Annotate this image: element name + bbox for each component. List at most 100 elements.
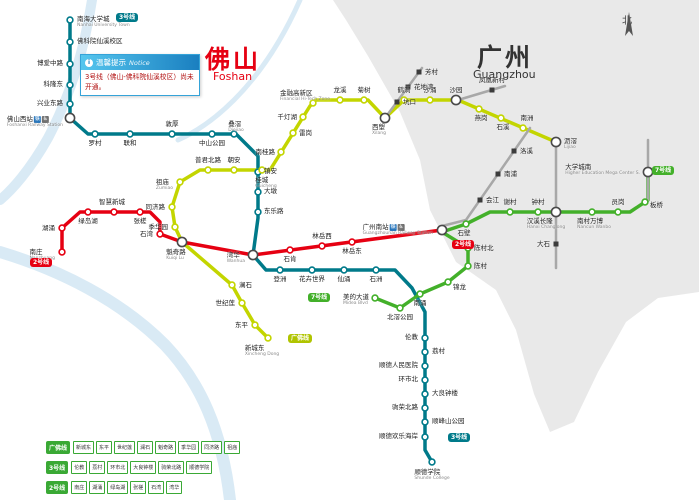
station-marker-燕岗[interactable]	[475, 105, 483, 113]
station-marker-中山公园[interactable]	[208, 130, 216, 138]
station-marker-芳村[interactable]	[416, 69, 422, 75]
legend-station: 东平	[96, 441, 113, 454]
station-marker-博爱中路[interactable]	[66, 60, 74, 68]
station-marker-东平[interactable]	[251, 321, 259, 329]
station-marker-谢村[interactable]	[506, 208, 514, 216]
station-label-顺峰山公园: 顺峰山公园	[432, 417, 465, 425]
station-marker-会江[interactable]	[477, 197, 483, 203]
station-marker-菊树[interactable]	[360, 96, 368, 104]
station-marker-顺德欢乐海岸[interactable]	[421, 433, 429, 441]
station-marker-雷岗[interactable]	[289, 129, 297, 137]
station-marker-桂城[interactable]	[258, 166, 266, 174]
station-marker-顺德学院[interactable]	[428, 458, 436, 466]
station-marker-沙涌[interactable]	[426, 96, 434, 104]
station-marker-西塱[interactable]	[379, 112, 391, 124]
station-marker-敦厚[interactable]	[168, 130, 176, 138]
station-marker-叠滘[interactable]	[230, 130, 238, 138]
station-marker-湾华[interactable]	[247, 249, 259, 261]
station-marker-石溪[interactable]	[497, 114, 505, 122]
station-marker-季华园[interactable]	[171, 223, 179, 231]
station-marker-沥滘[interactable]	[550, 136, 562, 148]
station-marker-湖涌[interactable]	[58, 224, 66, 232]
station-label-洛溪: 洛溪	[520, 147, 533, 155]
legend-row: 3号线伦教荔村环市北大良钟楼驹荣北路顺德学院	[46, 461, 242, 474]
legend-station: 绿岛湖	[107, 481, 129, 494]
station-marker-兴业东路[interactable]	[66, 100, 74, 108]
station-marker-坑口[interactable]	[394, 99, 400, 105]
station-marker-绿岛湖[interactable]	[84, 208, 92, 216]
station-marker-林岳西[interactable]	[318, 242, 326, 250]
station-label-登洲: 登洲	[273, 275, 287, 283]
station-marker-花地湾[interactable]	[405, 84, 411, 90]
station-marker-石肯[interactable]	[286, 246, 294, 254]
station-marker-石壁[interactable]	[462, 220, 470, 228]
station-marker-朝安[interactable]	[230, 166, 238, 174]
station-marker-环市北[interactable]	[421, 376, 429, 384]
station-marker-南浦[interactable]	[495, 171, 501, 177]
station-marker-金融高新区[interactable]	[309, 99, 317, 107]
station-label-菊树: 菊树	[357, 86, 371, 94]
metro-line-gz8	[456, 84, 507, 102]
station-marker-荔村[interactable]	[421, 348, 429, 356]
station-marker-登洲[interactable]	[276, 266, 284, 274]
metro-line-fs2	[60, 210, 444, 257]
station-marker-南海大学城[interactable]	[66, 16, 74, 24]
station-marker-大墩[interactable]	[254, 188, 262, 196]
station-marker-仙涌[interactable]	[340, 266, 348, 274]
station-marker-普君北路[interactable]	[204, 166, 212, 174]
station-marker-联和[interactable]	[126, 130, 134, 138]
station-marker-汉溪长隆[interactable]	[550, 206, 562, 218]
station-marker-广州南站[interactable]	[436, 224, 448, 236]
station-marker-伦教[interactable]	[421, 334, 429, 342]
station-marker-张槎[interactable]	[136, 208, 144, 216]
station-label-石溪: 石溪	[496, 123, 510, 131]
station-marker-林岳东[interactable]	[348, 238, 356, 246]
station-marker-大石[interactable]	[553, 241, 559, 247]
metro-line-guangfo	[170, 98, 558, 340]
station-marker-南村万博[interactable]	[588, 208, 596, 216]
legend-station: 荔村	[89, 461, 106, 474]
station-marker-千灯湖[interactable]	[299, 113, 307, 121]
station-marker-同济路[interactable]	[168, 203, 176, 211]
station-marker-龙溪[interactable]	[336, 96, 344, 104]
station-marker-顺德人民医院[interactable]	[421, 362, 429, 370]
station-marker-锦龙[interactable]	[444, 278, 452, 286]
station-marker-世纪莲[interactable]	[238, 299, 246, 307]
station-marker-科隆东[interactable]	[66, 81, 74, 89]
legend-station: 顺德学院	[186, 461, 213, 474]
station-marker-鹤洞[interactable]	[400, 96, 408, 104]
station-marker-石湾[interactable]	[156, 230, 164, 238]
station-marker-员岗[interactable]	[614, 208, 622, 216]
legend-station: 南庄	[71, 481, 88, 494]
station-marker-智慧新城[interactable]	[110, 208, 118, 216]
station-marker-驹荣北路[interactable]	[421, 404, 429, 412]
station-marker-佛山西站[interactable]	[64, 112, 76, 124]
station-marker-祖庙[interactable]	[176, 178, 184, 186]
station-marker-美的大道[interactable]	[371, 294, 379, 302]
station-marker-花卉世界[interactable]	[308, 266, 316, 274]
station-marker-东乐路[interactable]	[254, 208, 262, 216]
station-marker-南涌[interactable]	[416, 290, 424, 298]
station-marker-佛科院仙溪校区[interactable]	[66, 38, 74, 46]
station-marker-南洲[interactable]	[519, 124, 527, 132]
station-marker-顺峰山公园[interactable]	[421, 418, 429, 426]
station-marker-沙园[interactable]	[450, 94, 462, 106]
station-marker-石洲[interactable]	[372, 266, 380, 274]
station-marker-板桥[interactable]	[641, 198, 649, 206]
station-marker-南桂路[interactable]	[277, 148, 285, 156]
station-marker-澜石[interactable]	[228, 281, 236, 289]
station-label-凤凰新村: 凤凰新村	[479, 76, 505, 84]
station-marker-新城东[interactable]	[264, 334, 272, 342]
station-marker-凤凰新村[interactable]	[489, 87, 495, 93]
station-marker-钟村[interactable]	[534, 208, 542, 216]
station-marker-魁奇路[interactable]	[176, 236, 188, 248]
station-marker-大良钟楼[interactable]	[421, 390, 429, 398]
station-marker-北滘公园[interactable]	[396, 304, 404, 312]
station-marker-洛溪[interactable]	[511, 148, 517, 154]
station-marker-南庄[interactable]	[58, 248, 66, 256]
station-marker-陈村[interactable]	[464, 262, 472, 270]
station-marker-罗村[interactable]	[91, 130, 99, 138]
